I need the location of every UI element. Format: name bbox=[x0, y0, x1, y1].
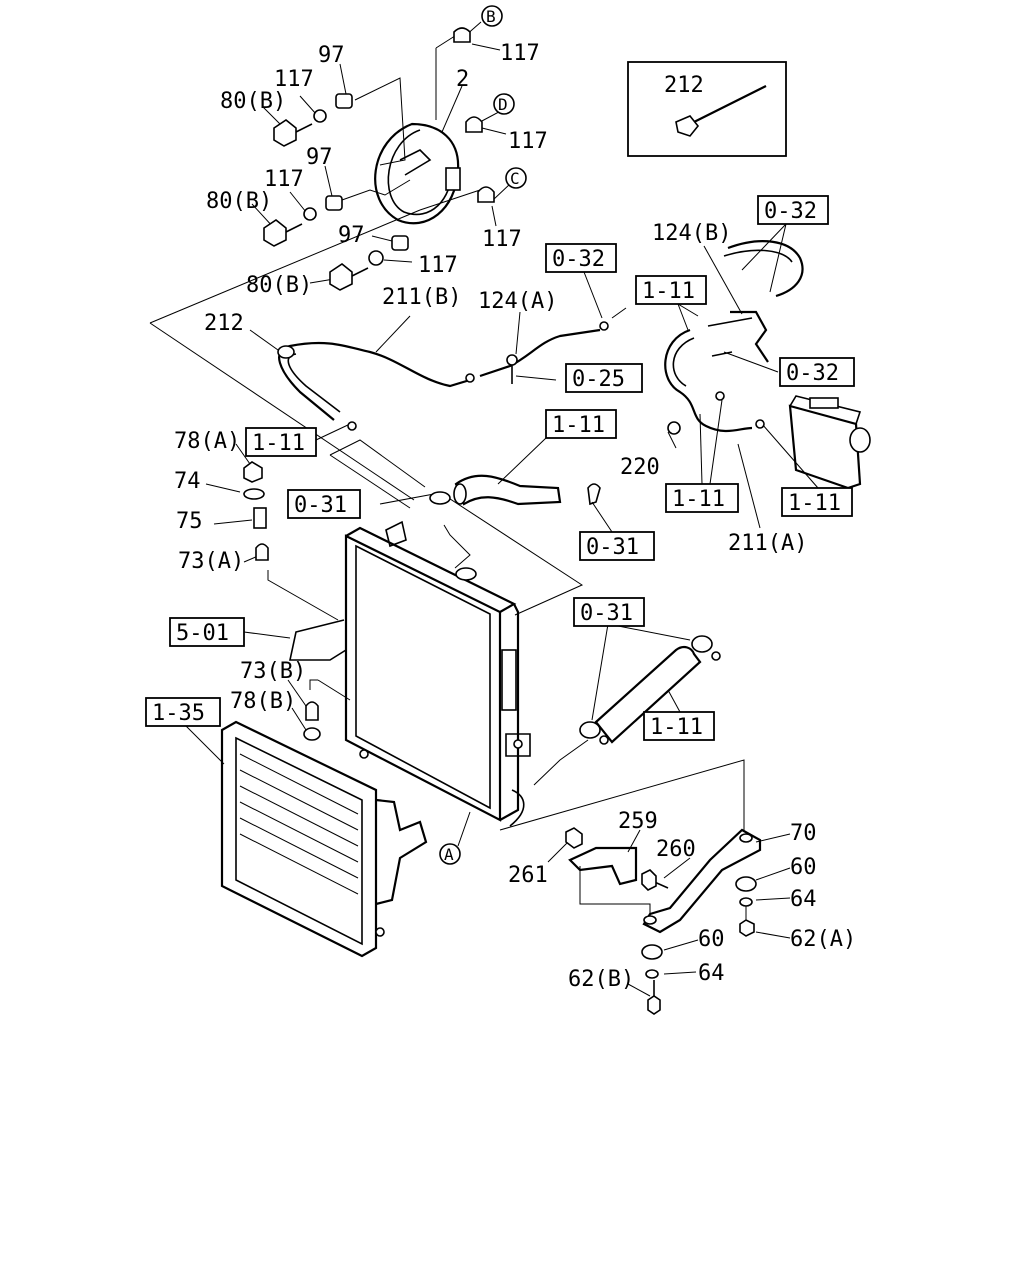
label-75: 75 bbox=[176, 509, 203, 534]
label-64-right: 64 bbox=[790, 887, 817, 912]
part-labels: 117 97 2 117 80(B) 117 97 117 80(B) 117 … bbox=[174, 41, 856, 992]
circle-ref-d-label: D bbox=[498, 95, 508, 114]
label-78b: 78(B) bbox=[230, 689, 296, 714]
label-220: 220 bbox=[620, 455, 660, 480]
ref-0-32-right: 0-32 bbox=[786, 361, 839, 386]
ref-0-31-left: 0-31 bbox=[294, 493, 347, 518]
label-117-lower-right: 117 bbox=[482, 227, 522, 252]
label-117-lower: 117 bbox=[418, 253, 458, 278]
label-60-right: 60 bbox=[790, 855, 817, 880]
ref-1-35: 1-35 bbox=[152, 701, 205, 726]
label-212: 212 bbox=[204, 311, 244, 336]
label-97-top: 97 bbox=[318, 43, 345, 68]
label-261: 261 bbox=[508, 863, 548, 888]
shroud-fasteners bbox=[263, 27, 495, 291]
section-refs: 0-32 0-32 1-11 0-32 0-25 1-11 1-11 1-11 … bbox=[145, 195, 855, 741]
upper-radiator-hose bbox=[429, 474, 601, 506]
label-124a: 124(A) bbox=[478, 289, 557, 314]
circled-refs: B D C A bbox=[439, 5, 527, 865]
ref-0-32-left: 0-32 bbox=[552, 247, 605, 272]
overflow-hoses bbox=[277, 321, 609, 431]
fan-shroud bbox=[374, 122, 461, 225]
label-62b: 62(B) bbox=[568, 967, 634, 992]
ref-0-32-top: 0-32 bbox=[764, 199, 817, 224]
inset-part-212 bbox=[627, 61, 787, 157]
circle-ref-c-label: C bbox=[510, 169, 520, 188]
label-2: 2 bbox=[456, 67, 469, 92]
radiator bbox=[289, 520, 531, 827]
label-97-lower: 97 bbox=[338, 223, 365, 248]
label-60-left: 60 bbox=[698, 927, 725, 952]
lower-radiator-hose bbox=[579, 635, 721, 745]
label-259: 259 bbox=[618, 809, 658, 834]
label-117-top: 117 bbox=[500, 41, 540, 66]
label-117-middle-left: 117 bbox=[264, 167, 304, 192]
label-80b-lower: 80(B) bbox=[246, 273, 312, 298]
label-97-middle: 97 bbox=[306, 145, 333, 170]
circle-ref-d bbox=[493, 93, 515, 115]
ref-1-11-left: 1-11 bbox=[252, 431, 305, 456]
circle-ref-b bbox=[481, 5, 503, 27]
mounting-bracket bbox=[565, 827, 762, 1015]
label-212-inset: 212 bbox=[664, 73, 704, 98]
intercooler bbox=[220, 720, 428, 958]
label-70: 70 bbox=[790, 821, 817, 846]
label-117-right: 117 bbox=[508, 129, 548, 154]
label-80b-middle: 80(B) bbox=[206, 189, 272, 214]
label-117-upper-left: 117 bbox=[274, 67, 314, 92]
circle-ref-c bbox=[505, 167, 527, 189]
ref-1-11-center: 1-11 bbox=[672, 487, 725, 512]
ref-1-11-tank: 1-11 bbox=[788, 491, 841, 516]
ref-5-01: 5-01 bbox=[176, 621, 229, 646]
reservoir-tank-assembly bbox=[664, 240, 871, 490]
ref-1-11-top: 1-11 bbox=[642, 279, 695, 304]
ref-1-11-lower: 1-11 bbox=[650, 715, 703, 740]
label-80b-top: 80(B) bbox=[220, 89, 286, 114]
circle-ref-b-label: B bbox=[486, 7, 496, 26]
ref-0-31-middle: 0-31 bbox=[586, 535, 639, 560]
circle-ref-a-label: A bbox=[444, 845, 454, 864]
label-64-left: 64 bbox=[698, 961, 725, 986]
ref-0-31-lower: 0-31 bbox=[580, 601, 633, 626]
label-211b: 211(B) bbox=[382, 285, 461, 310]
drain-parts bbox=[243, 461, 321, 741]
label-74: 74 bbox=[174, 469, 201, 494]
label-260: 260 bbox=[656, 837, 696, 862]
ref-1-11-hose: 1-11 bbox=[552, 413, 605, 438]
label-73a: 73(A) bbox=[178, 549, 244, 574]
label-73b: 73(B) bbox=[240, 659, 306, 684]
circle-ref-a bbox=[439, 843, 461, 865]
label-211a: 211(A) bbox=[728, 531, 807, 556]
ref-0-25: 0-25 bbox=[572, 367, 625, 392]
label-62a: 62(A) bbox=[790, 927, 856, 952]
label-124b: 124(B) bbox=[652, 221, 731, 246]
label-78a: 78(A) bbox=[174, 429, 240, 454]
